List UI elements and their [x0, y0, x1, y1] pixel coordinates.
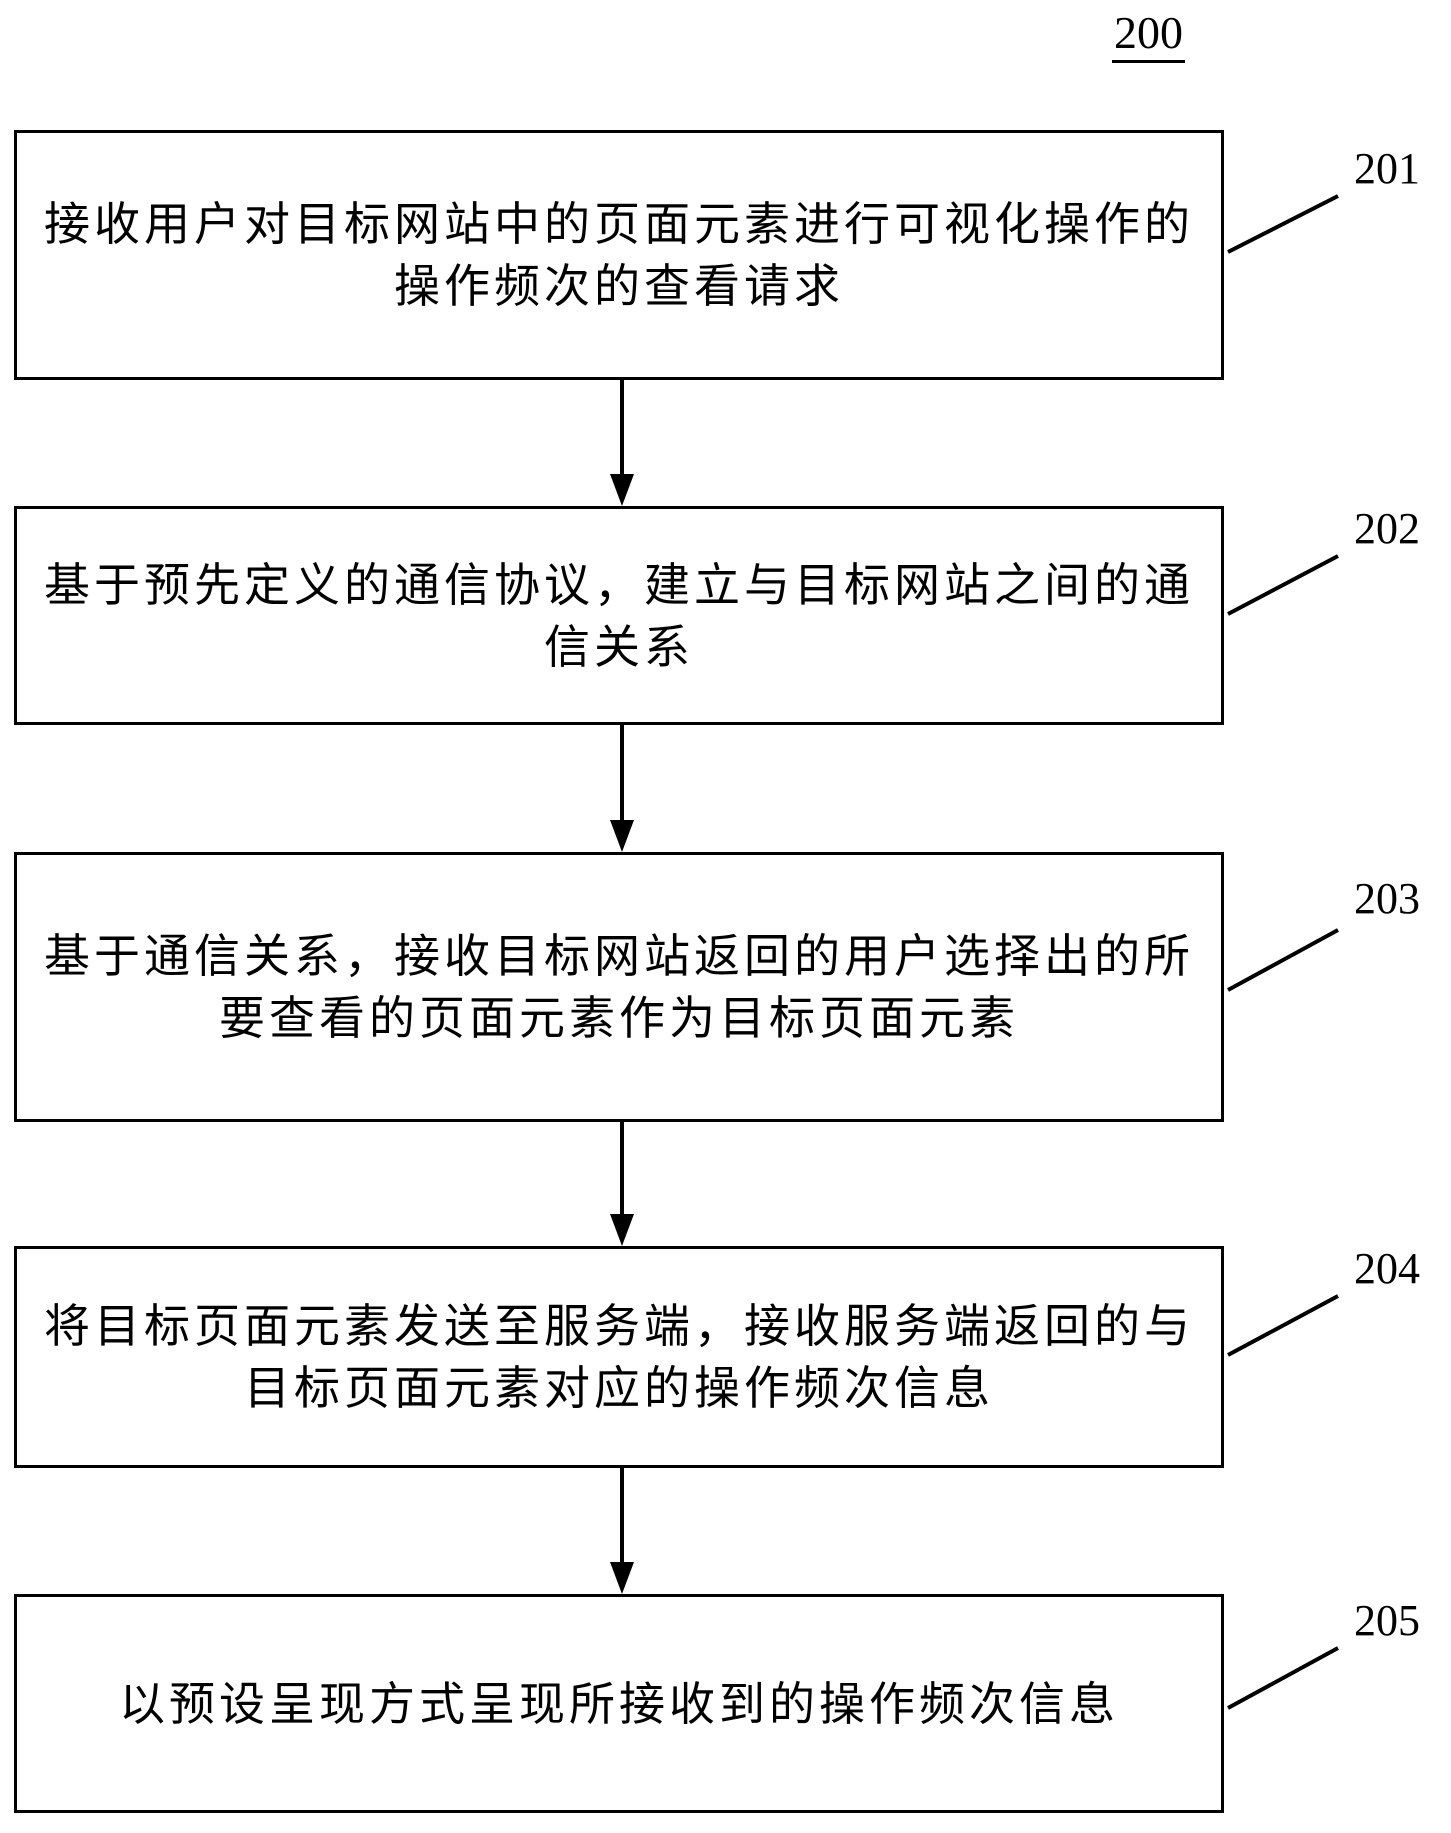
step-box-201: 接收用户对目标网站中的页面元素进行可视化操作的操作频次的查看请求	[14, 130, 1224, 380]
flow-arrow-2-3	[610, 725, 634, 852]
leader-line-202	[1227, 554, 1339, 616]
step-text-203: 基于通信关系，接收目标网站返回的用户选择出的所要查看的页面元素作为目标页面元素	[44, 929, 1194, 1045]
flow-arrow-3-4	[610, 1122, 634, 1246]
leader-line-201	[1227, 194, 1339, 254]
step-label-203: 203	[1354, 874, 1420, 923]
figure-number: 200	[1112, 6, 1185, 63]
step-box-203: 基于通信关系，接收目标网站返回的用户选择出的所要查看的页面元素作为目标页面元素	[14, 852, 1224, 1122]
flow-arrow-1-2	[610, 380, 634, 506]
flow-arrow-4-5	[610, 1468, 634, 1594]
step-label-201: 201	[1354, 144, 1420, 193]
leader-line-203	[1227, 928, 1339, 992]
step-label-204: 204	[1354, 1244, 1420, 1293]
step-text-204: 将目标页面元素发送至服务端，接收服务端返回的与目标页面元素对应的操作频次信息	[44, 1299, 1194, 1415]
step-box-205: 以预设呈现方式呈现所接收到的操作频次信息	[14, 1594, 1224, 1813]
step-text-202: 基于预先定义的通信协议，建立与目标网站之间的通信关系	[44, 557, 1194, 674]
step-box-202: 基于预先定义的通信协议，建立与目标网站之间的通信关系	[14, 506, 1224, 725]
leader-line-204	[1227, 1294, 1339, 1357]
step-text-205: 以预设呈现方式呈现所接收到的操作频次信息	[119, 1676, 1119, 1731]
step-box-204: 将目标页面元素发送至服务端，接收服务端返回的与目标页面元素对应的操作频次信息	[14, 1246, 1224, 1468]
leader-line-205	[1227, 1646, 1339, 1710]
step-label-202: 202	[1354, 504, 1420, 553]
step-text-201: 接收用户对目标网站中的页面元素进行可视化操作的操作频次的查看请求	[44, 197, 1194, 313]
step-label-205: 205	[1354, 1596, 1420, 1645]
